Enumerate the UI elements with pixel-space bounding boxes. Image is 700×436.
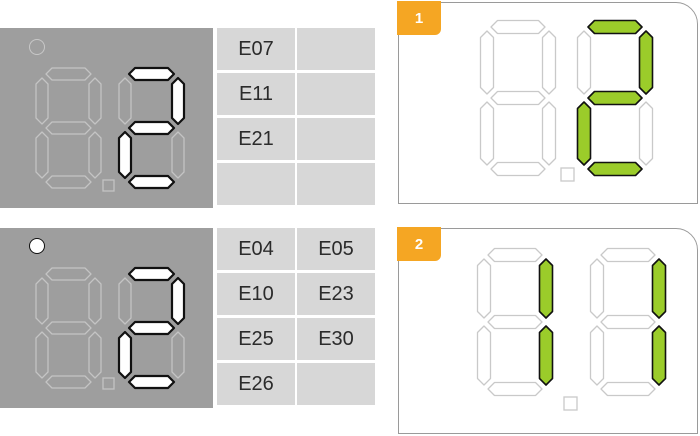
code-cell	[297, 163, 375, 205]
code-cell: E21	[217, 118, 295, 160]
code-cell: E23	[297, 273, 375, 315]
segment-b-on	[170, 276, 186, 326]
segment-e-off	[479, 101, 495, 166]
segment-f-off	[118, 277, 132, 325]
segment-b-on	[651, 258, 667, 319]
code-cell: E07	[217, 28, 295, 70]
lcd-digits-row2	[35, 266, 186, 390]
segment-b-off	[88, 77, 102, 125]
segment-c-off	[88, 331, 102, 379]
segment-b-on	[538, 258, 554, 319]
code-cell	[297, 28, 375, 70]
segment-b-on	[170, 76, 186, 126]
segment-d-on	[127, 174, 176, 190]
code-cell: E26	[217, 363, 295, 405]
segment-d-on	[587, 161, 643, 177]
segment-e-off	[35, 331, 49, 379]
segment-c-off	[638, 101, 654, 166]
segment-c-off	[171, 131, 185, 179]
highlight-digits-panel2	[476, 247, 667, 411]
code-cell	[297, 73, 375, 115]
segment-b-off	[541, 30, 557, 95]
segment-a-off	[45, 67, 92, 81]
code-cell: E04	[217, 228, 295, 270]
segment-e-off	[35, 131, 49, 179]
segment-panel-1: 1	[397, 1, 698, 204]
segment-a-on	[587, 19, 643, 35]
code-cell: E30	[297, 318, 375, 360]
segment-c-off	[541, 101, 557, 166]
segment-a-off	[600, 247, 656, 263]
code-cell	[217, 163, 295, 205]
segment-g-on	[587, 90, 643, 106]
segment-a-off	[45, 267, 92, 281]
segment-a-on	[127, 66, 176, 82]
segment-e-off	[589, 325, 605, 386]
segment-g-off	[490, 90, 546, 106]
segment-f-off	[118, 77, 132, 125]
segment-d-off	[600, 381, 656, 397]
segment-g-on	[127, 120, 176, 136]
segment-c-off	[88, 131, 102, 179]
segment-f-off	[479, 30, 495, 95]
code-cell	[297, 363, 375, 405]
segment-d-on	[127, 374, 176, 390]
code-cell	[297, 118, 375, 160]
decimal-point-box	[560, 167, 575, 182]
step-badge: 1	[397, 1, 441, 35]
segment-panel-2: 2	[397, 227, 698, 434]
segment-e-on	[117, 130, 133, 180]
segment-a-off	[487, 247, 543, 263]
segment-f-off	[35, 277, 49, 325]
lcd-display-row2	[0, 228, 213, 408]
code-cell: E11	[217, 73, 295, 115]
segment-d-off	[45, 375, 92, 389]
segment-g-off	[45, 321, 92, 335]
segment-g-off	[45, 121, 92, 135]
segment-d-off	[45, 175, 92, 189]
code-cell: E05	[297, 228, 375, 270]
segment-e-on	[117, 330, 133, 380]
segment-d-off	[490, 161, 546, 177]
segment-g-off	[600, 314, 656, 330]
segment-e-off	[476, 325, 492, 386]
segment-g-off	[487, 314, 543, 330]
lcd-digits-row1	[35, 66, 186, 192]
step-badge: 2	[397, 227, 441, 261]
segment-c-on	[651, 325, 667, 386]
segment-b-on	[638, 30, 654, 95]
code-cell: E25	[217, 318, 295, 360]
segment-b-off	[88, 277, 102, 325]
segment-g-on	[127, 320, 176, 336]
segment-a-off	[490, 19, 546, 35]
code-cell: E10	[217, 273, 295, 315]
segment-d-off	[487, 381, 543, 397]
decimal-point-box	[563, 396, 578, 411]
segment-e-on	[576, 101, 592, 166]
segment-c-on	[538, 325, 554, 386]
segment-f-off	[589, 258, 605, 319]
segment-f-off	[476, 258, 492, 319]
indicator-hollow-circle-icon	[29, 39, 45, 55]
segment-c-off	[171, 331, 185, 379]
decimal-point-box	[102, 377, 115, 390]
segment-f-off	[35, 77, 49, 125]
segment-a-on	[127, 266, 176, 282]
lcd-display-row1	[0, 28, 213, 208]
highlight-digits-panel1	[479, 19, 654, 182]
segment-f-off	[576, 30, 592, 95]
indicator-filled-circle-icon	[29, 238, 45, 254]
decimal-point-box	[102, 179, 115, 192]
